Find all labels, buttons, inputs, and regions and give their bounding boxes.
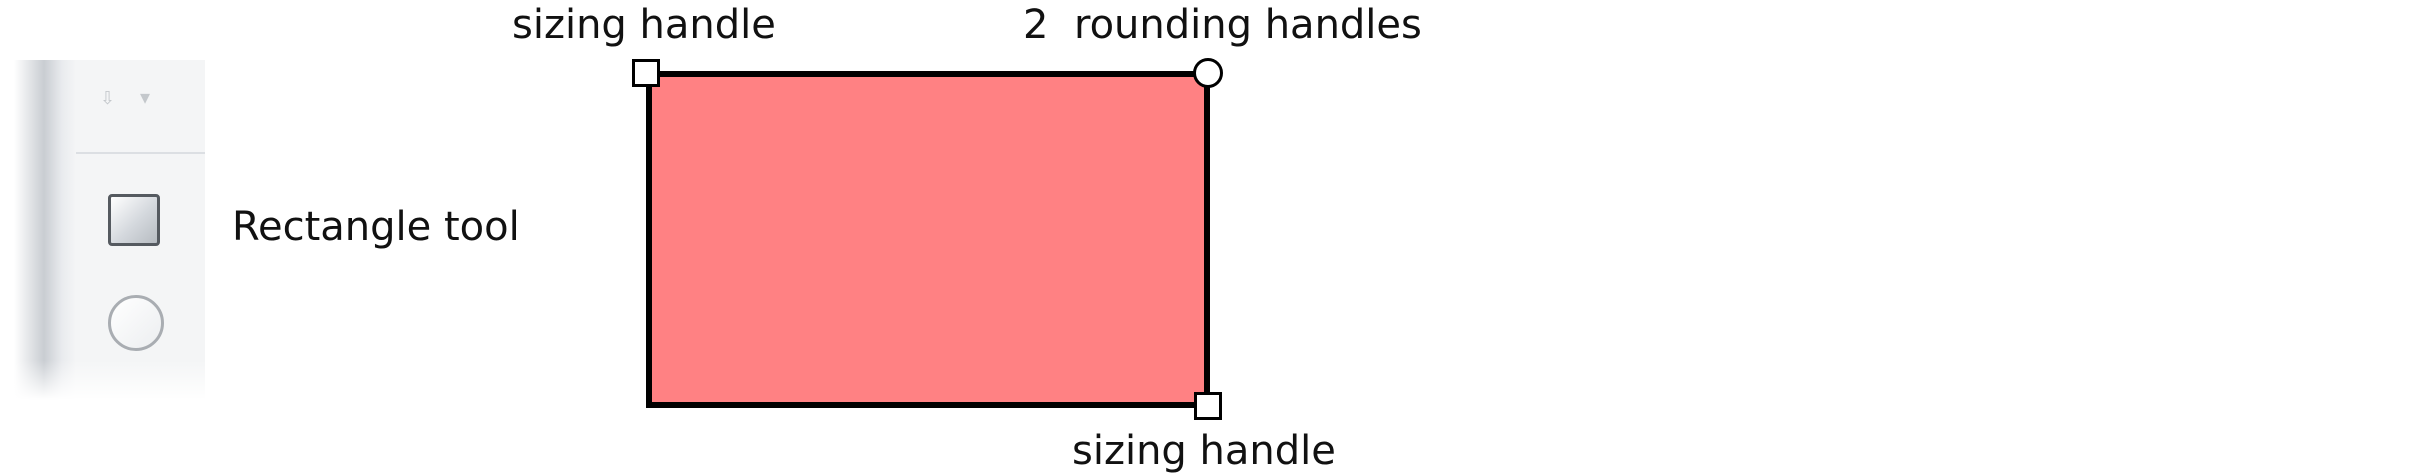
pointer-icon: ⇩ [100, 88, 116, 109]
ellipse-tool-icon[interactable] [108, 295, 164, 351]
rectangle-tool-icon[interactable] [108, 194, 160, 246]
rounding-handles-label: rounding handles [1074, 2, 1422, 48]
sizing-handle-top-left[interactable] [632, 59, 660, 87]
toolbar-panel: ⇩ ▾ [0, 60, 205, 400]
rectangle-tool-label: Rectangle tool [232, 204, 520, 250]
rounding-handles-count: 2 [1023, 2, 1049, 48]
rounding-handle[interactable] [1193, 58, 1223, 88]
pen-icon: ▾ [140, 85, 151, 109]
rectangle-shape[interactable] [646, 71, 1210, 408]
sizing-handle-bottom-right[interactable] [1194, 392, 1222, 420]
sizing-handle-label-top: sizing handle [512, 2, 776, 48]
toolbar-divider [76, 152, 205, 154]
sizing-handle-label-bottom: sizing handle [1072, 428, 1336, 474]
